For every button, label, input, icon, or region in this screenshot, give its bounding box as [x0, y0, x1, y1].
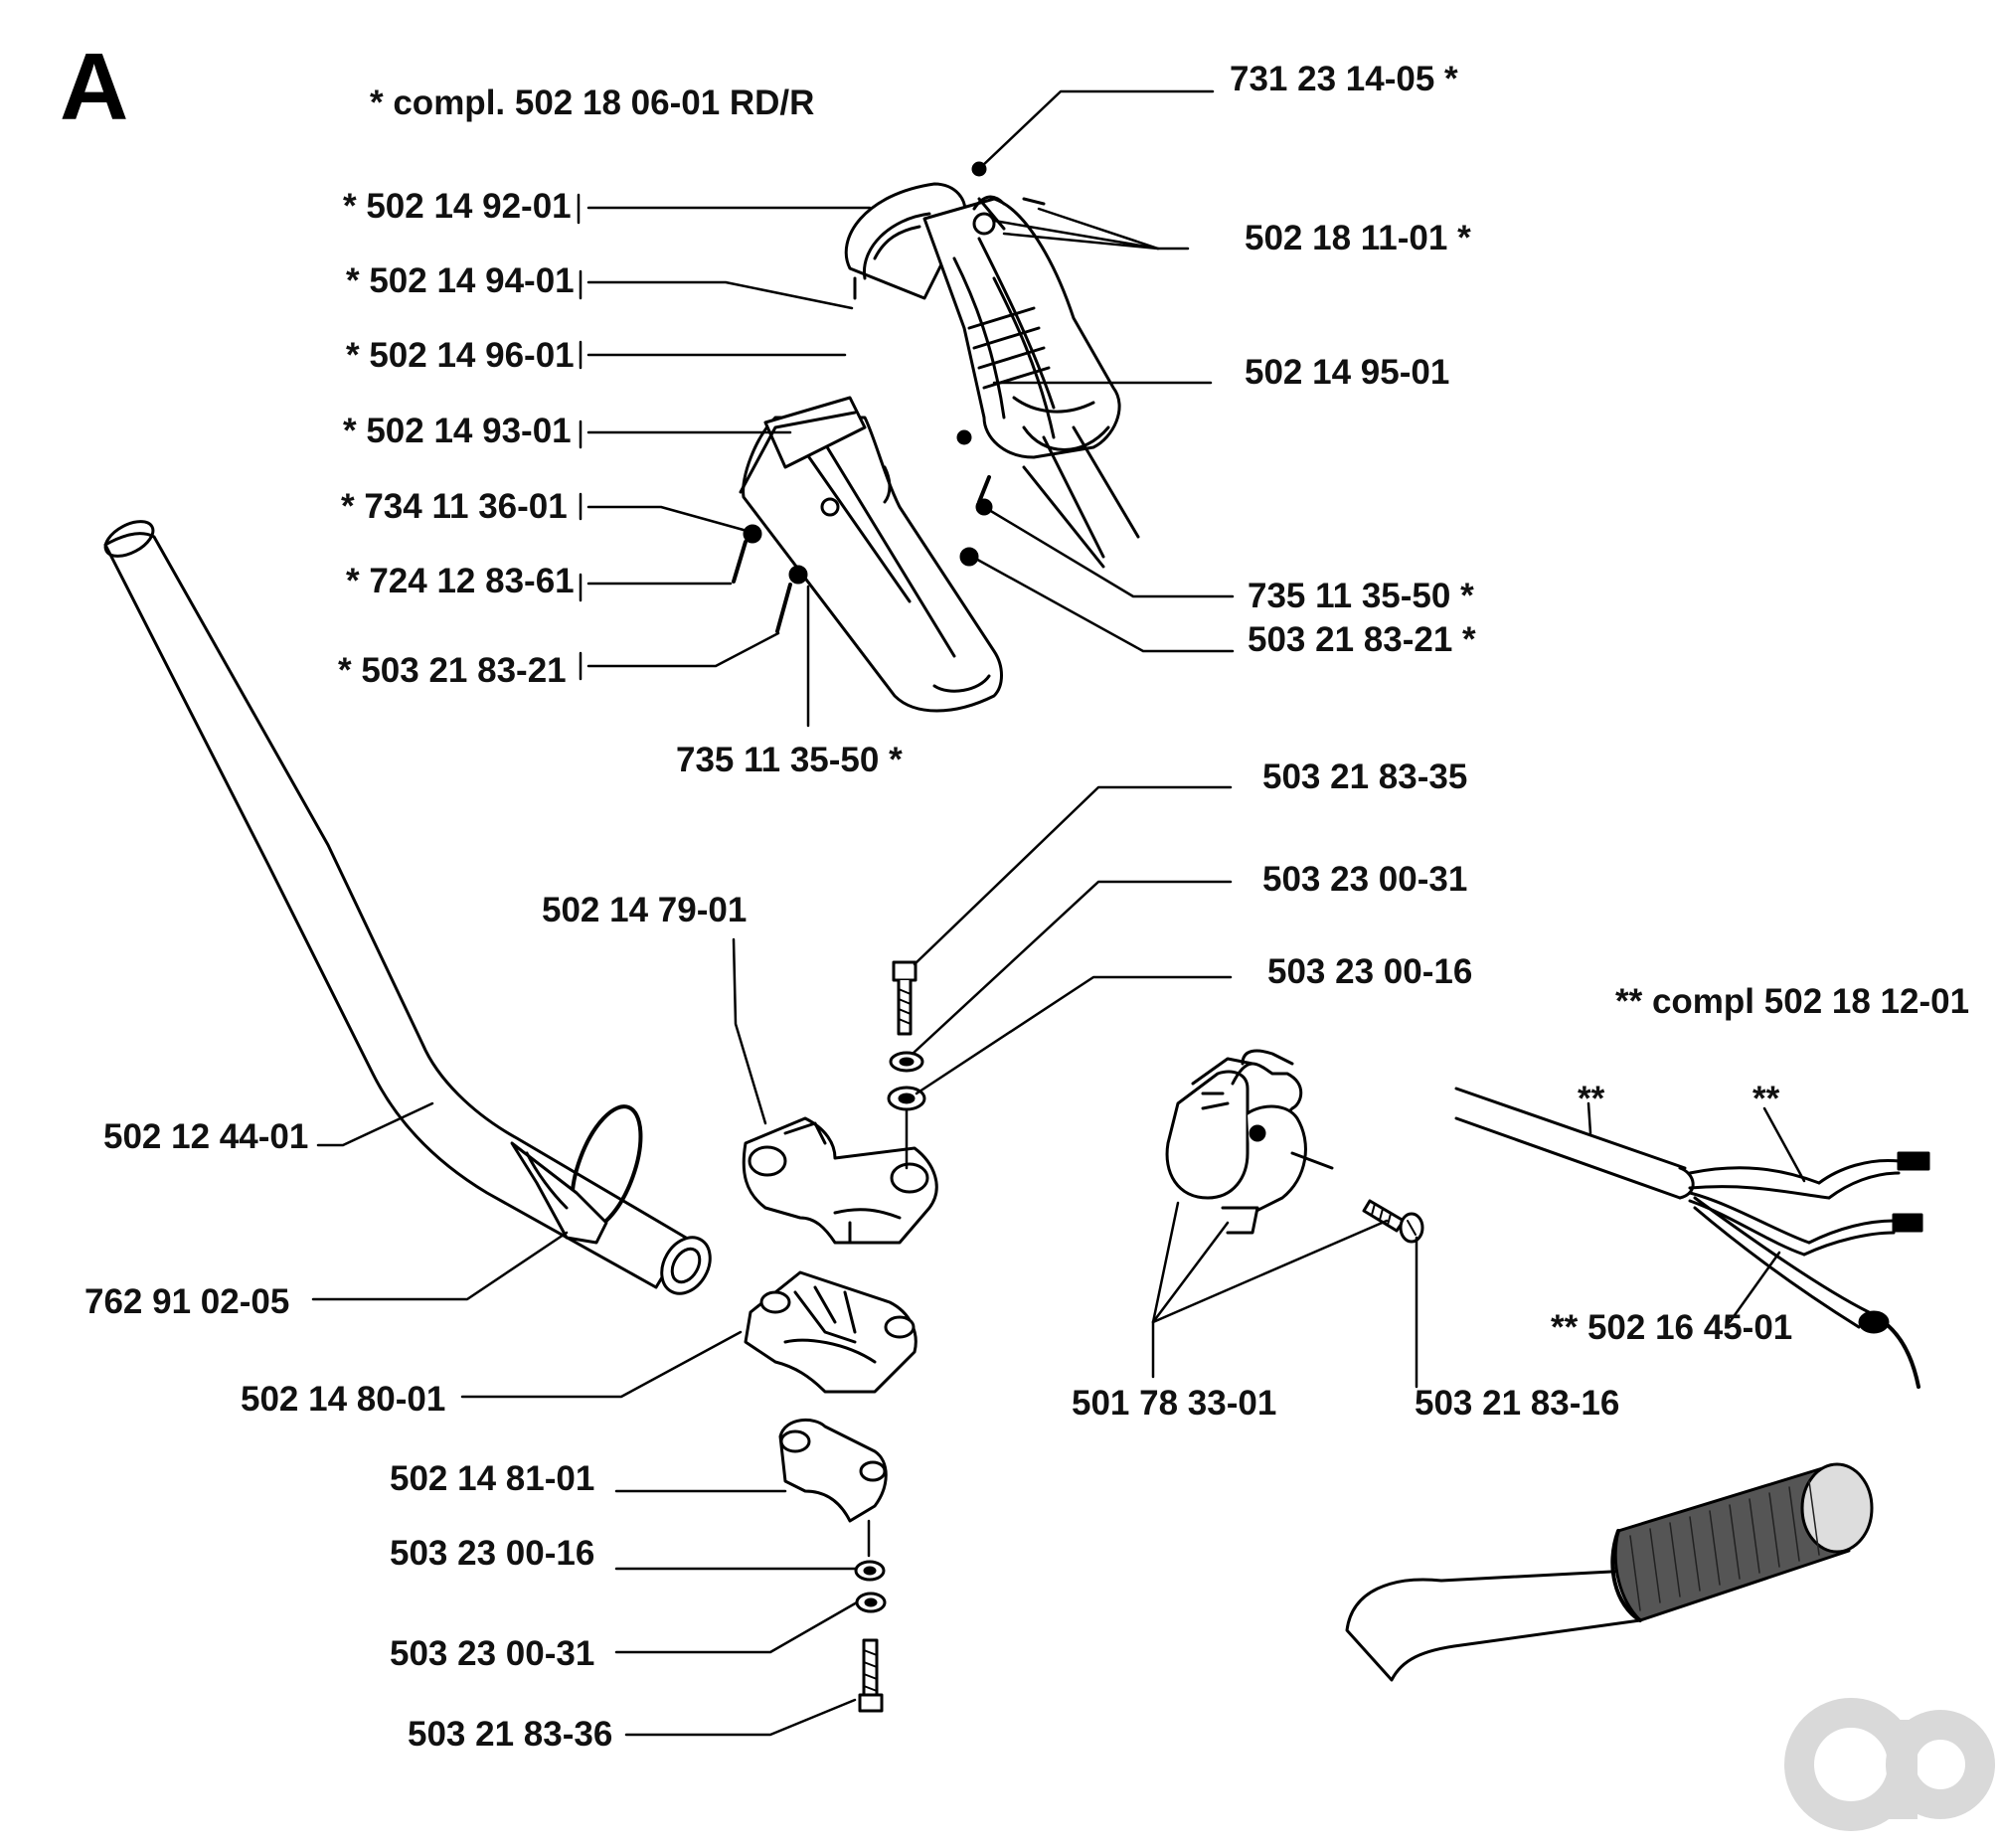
section-letter: A	[60, 34, 129, 140]
part-label-503-23-00-31-top: 503 23 00-31	[1262, 860, 1468, 899]
part-label-503-21-83-35: 503 21 83-35	[1262, 757, 1468, 796]
clamp-piece-drawing	[778, 1418, 888, 1523]
wire-harness-drawing	[1454, 1087, 1930, 1389]
part-label-762-91-02-05: 762 91 02-05	[84, 1282, 290, 1321]
part-label-731-23-14-05: 731 23 14-05 *	[1230, 60, 1458, 98]
part-label-503-21-83-36: 503 21 83-36	[408, 1715, 613, 1754]
clip-screw-drawing	[1362, 1199, 1424, 1244]
part-label-724-12-83-61: * 724 12 83-61	[346, 562, 575, 600]
kit-note-double-star: ** compl 502 18 12-01	[1615, 982, 1970, 1021]
grip-handle-drawing	[1345, 1462, 1874, 1682]
part-label-503-21-83-21-right: 503 21 83-21 *	[1248, 620, 1476, 659]
part-label-501-78-33-01: 501 78 33-01	[1072, 1384, 1277, 1423]
part-label-502-14-81-01: 502 14 81-01	[390, 1459, 595, 1498]
part-label-734-11-36-01: * 734 11 36-01	[341, 487, 568, 526]
wire-mark-left: **	[1578, 1080, 1605, 1118]
part-label-503-23-00-31-bottom: 503 23 00-31	[390, 1634, 595, 1673]
leader-lines-handle	[577, 89, 1235, 728]
leader-lines-wire	[1586, 1101, 1806, 1324]
bolt-stack-lower	[854, 1519, 887, 1713]
part-label-503-21-83-21-left: * 503 21 83-21	[338, 651, 567, 690]
brand-logo	[1784, 1698, 1995, 1831]
part-label-503-23-00-16-bottom: 503 23 00-16	[390, 1534, 595, 1573]
handlebar-drawing	[103, 520, 712, 1295]
part-label-502-14-95-01: 502 14 95-01	[1245, 353, 1450, 392]
part-label-735-11-35-50-bottom: 735 11 35-50 *	[676, 741, 903, 779]
throttle-handle-drawing	[732, 161, 1140, 713]
part-label-502-18-11-01: 502 18 11-01 *	[1245, 219, 1471, 257]
part-label-503-21-83-16: 503 21 83-16	[1415, 1384, 1620, 1423]
part-label-502-14-92-01: * 502 14 92-01	[343, 187, 572, 226]
clamp-lower-drawing	[744, 1270, 918, 1394]
bolt-stack-upper	[887, 960, 926, 1170]
part-label-502-14-93-01: * 502 14 93-01	[343, 412, 572, 450]
leader-lines-clamp	[311, 785, 1233, 1737]
part-label-502-16-45-01: ** 502 16 45-01	[1551, 1308, 1793, 1347]
leader-lines-clip	[1151, 1201, 1418, 1389]
part-label-503-23-00-16-top: 503 23 00-16	[1267, 952, 1473, 991]
part-label-502-14-79-01: 502 14 79-01	[542, 891, 748, 929]
part-label-502-14-94-01: * 502 14 94-01	[346, 261, 575, 300]
wire-mark-right: **	[1752, 1080, 1780, 1118]
part-label-502-12-44-01: 502 12 44-01	[103, 1117, 309, 1156]
part-label-735-11-35-50-right: 735 11 35-50 *	[1248, 577, 1474, 615]
clamp-upper-drawing	[742, 1116, 938, 1245]
kit-note-single-star: * compl. 502 18 06-01 RD/R	[370, 84, 815, 122]
cable-clip-drawing	[1165, 1049, 1334, 1235]
part-label-502-14-96-01: * 502 14 96-01	[346, 336, 575, 375]
part-label-502-14-80-01: 502 14 80-01	[241, 1380, 446, 1419]
